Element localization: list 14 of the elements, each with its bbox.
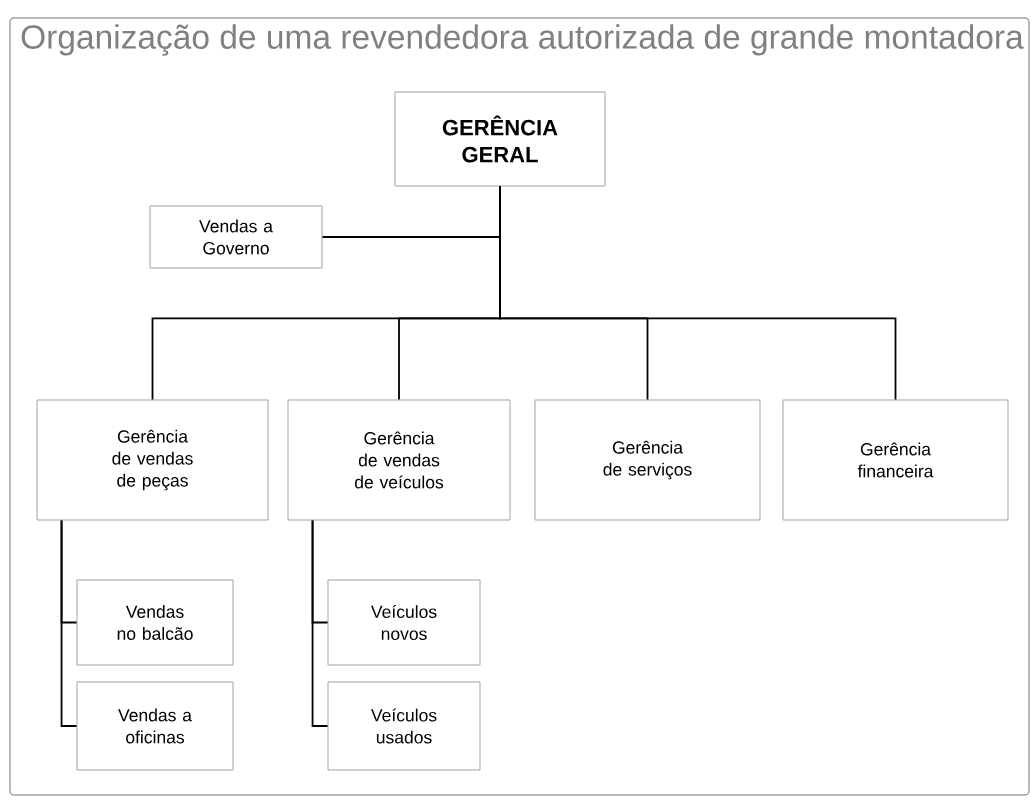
connector-line xyxy=(499,185,897,401)
org-box: Gerência financeira xyxy=(782,399,1009,521)
org-box: Vendas a oficinas xyxy=(76,681,234,771)
org-box: GERÊNCIA GERAL xyxy=(394,91,606,187)
connector-line xyxy=(60,519,78,624)
org-box: Gerência de vendas de peças xyxy=(36,399,269,521)
org-box: Veículos novos xyxy=(327,579,481,666)
org-box: Veículos usados xyxy=(327,681,481,771)
org-box: Vendas no balcão xyxy=(76,579,234,666)
title: Organização de uma revendedora autorizada de grande montadora xyxy=(21,24,1024,56)
org-box: Gerência de serviços xyxy=(534,399,761,521)
org-box: Gerência de vendas de veículos xyxy=(287,399,511,521)
connector-line xyxy=(311,519,329,624)
org-box: Vendas a Governo xyxy=(149,205,323,269)
